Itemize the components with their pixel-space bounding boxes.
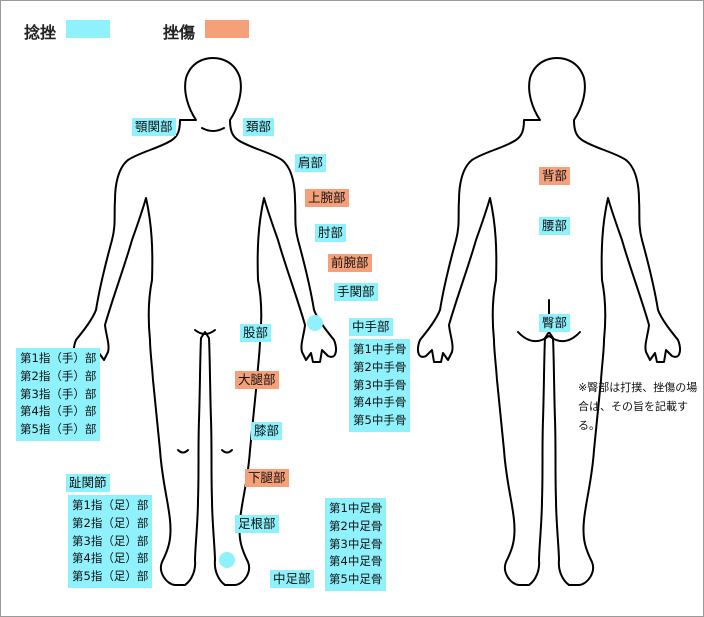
label-lower-leg: 下腿部	[245, 469, 289, 487]
label-shoulder: 肩部	[295, 154, 327, 172]
label-jaw-joint: 顎関部	[132, 118, 176, 136]
front-crotch-line	[194, 329, 216, 335]
label-upper-arm: 上腕部	[305, 189, 349, 207]
metacarpal-item: 第2中手骨	[353, 359, 407, 374]
metacarpal-list: 第1中手骨 第2中手骨 第3中手骨 第4中手骨 第5中手骨	[349, 339, 411, 432]
legend-contusion-label: 挫傷	[163, 23, 196, 42]
toe-item: 第1指（足）部	[72, 498, 149, 512]
back-body-outline	[417, 57, 681, 586]
finger-item: 第4指（手）部	[20, 404, 97, 419]
toe-list: 第1指（足）部 第2指（足）部 第3指（足）部 第4指（足）部 第5指（足）部	[68, 495, 153, 588]
label-metatarsal: 中足部	[270, 570, 314, 588]
finger-item: 第1指（手）部	[20, 351, 97, 365]
toe-item: 第2指（足）部	[72, 515, 149, 530]
metacarpal-item: 第3中手骨	[353, 377, 407, 392]
back-buttock-curve-right	[548, 331, 581, 343]
metatarsal-item: 第3中足骨	[329, 536, 383, 551]
metacarpal-item: 第1中手骨	[353, 342, 407, 356]
back-buttock-curve-left	[517, 331, 550, 343]
legend-sprain-label: 捻挫	[24, 23, 57, 42]
metatarsal-item: 第1中足骨	[329, 501, 383, 515]
front-knee-left	[177, 449, 189, 454]
toe-item: 第5指（足）部	[72, 569, 149, 584]
front-chin-line	[201, 127, 225, 132]
toe-item: 第3指（足）部	[72, 533, 149, 548]
label-wrist: 手関部	[334, 283, 378, 301]
finger-list: 第1指（手）部 第2指（手）部 第3指（手）部 第4指（手）部 第5指（手）部	[16, 348, 101, 441]
metacarpal-item: 第4中手骨	[353, 395, 407, 410]
buttock-note: ※臀部は打撲、挫傷の場合は、その旨を記載する。	[578, 381, 698, 432]
label-metacarpal: 中手部	[349, 318, 393, 336]
metatarsal-list: 第1中足骨 第2中足骨 第3中足骨 第4中足骨 第5中足骨	[325, 498, 387, 591]
wrist-dot	[307, 315, 323, 331]
label-back: 背部	[539, 167, 571, 185]
label-forearm: 前腕部	[328, 254, 372, 272]
ankle-dot	[219, 552, 235, 568]
metatarsal-item: 第5中足骨	[329, 572, 383, 587]
finger-item: 第5指（手）部	[20, 422, 97, 437]
front-knee-right	[221, 449, 233, 454]
label-lower-back: 腰部	[539, 217, 571, 235]
finger-item: 第3指（手）部	[20, 386, 97, 401]
finger-item: 第2指（手）部	[20, 368, 97, 383]
metatarsal-item: 第2中足骨	[329, 518, 383, 533]
front-body-outline	[73, 57, 337, 586]
metatarsal-item: 第4中足骨	[329, 554, 383, 569]
metacarpal-item: 第5中手骨	[353, 413, 407, 428]
label-elbow: 肘部	[315, 224, 347, 242]
label-toe-joint: 趾関節	[66, 474, 110, 492]
label-buttock: 臀部	[539, 314, 571, 332]
toe-item: 第4指（足）部	[72, 551, 149, 566]
label-neck: 頚部	[243, 118, 275, 136]
label-thigh: 大腿部	[235, 371, 279, 389]
label-hip-joint: 股部	[240, 324, 272, 342]
legend-contusion-swatch	[205, 20, 249, 38]
label-ankle: 足根部	[235, 515, 279, 533]
label-knee: 膝部	[251, 422, 283, 440]
legend-sprain-swatch	[66, 20, 110, 38]
